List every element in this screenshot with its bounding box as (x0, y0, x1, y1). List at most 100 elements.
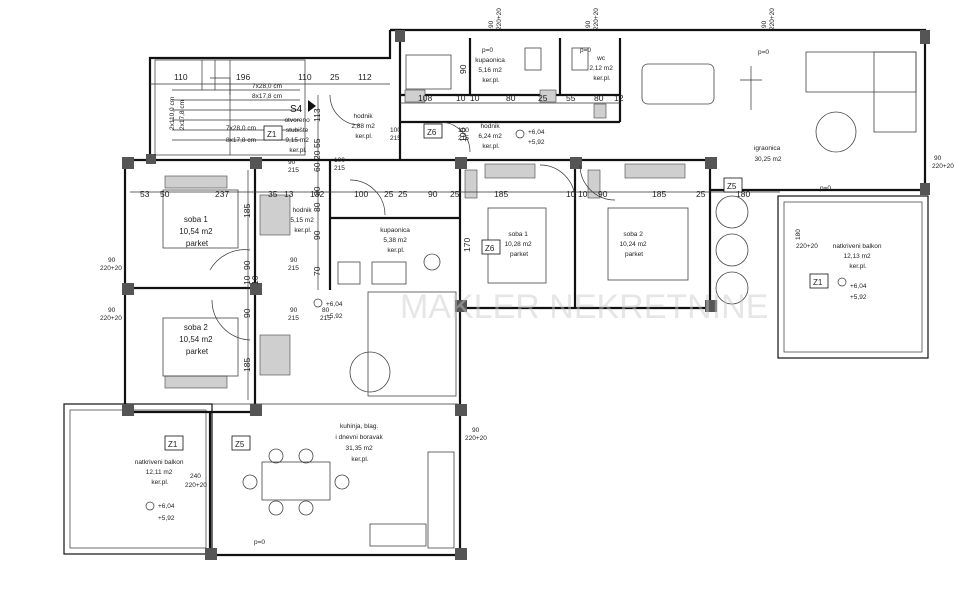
svg-text:100: 100 (354, 189, 368, 199)
room-kuhinja: kuhinja, blag. i dnevni boravak 31,35 m2… (335, 423, 384, 463)
svg-text:108: 108 (418, 93, 432, 103)
svg-text:Z5: Z5 (727, 182, 737, 191)
svg-text:8x17,8 cm: 8x17,8 cm (226, 137, 256, 144)
svg-text:90: 90 (585, 20, 592, 28)
tag-z1-left: Z1 (164, 435, 184, 451)
svg-text:+5,92: +5,92 (528, 139, 545, 146)
element-tags: S4 Z1 Z6 Z6 Z5 Z1 Z1 Z5 (164, 100, 829, 451)
svg-text:237: 237 (215, 189, 229, 199)
svg-text:Z1: Z1 (168, 440, 178, 449)
svg-text:100: 100 (390, 127, 401, 134)
svg-text:25: 25 (398, 189, 408, 199)
svg-text:50: 50 (160, 189, 170, 199)
svg-text:132: 132 (310, 189, 324, 199)
svg-text:185: 185 (494, 189, 508, 199)
svg-text:215: 215 (458, 135, 469, 142)
svg-text:220+20: 220+20 (496, 8, 503, 30)
svg-text:90: 90 (761, 20, 768, 28)
svg-text:220+20: 220+20 (185, 482, 207, 489)
svg-text:55: 55 (312, 138, 322, 148)
tag-s4: S4 (290, 100, 316, 115)
dims-stair: 7x28,0 cm 8x17,8 cm 7x28,0 cm 8x17,8 cm … (169, 83, 282, 144)
dims-top-left: 110 196 110 25 112 (174, 72, 372, 82)
room-igraonica: igraonica 30,25 m2 (754, 145, 782, 163)
svg-text:80: 80 (594, 93, 604, 103)
door-swings (209, 94, 616, 341)
tag-z1-right: Z1 (809, 273, 829, 289)
svg-text:185: 185 (242, 204, 252, 218)
watermark: MAKLER NEKRETNINE (400, 288, 768, 326)
svg-text:90: 90 (242, 308, 252, 318)
svg-text:Z6: Z6 (427, 128, 437, 137)
svg-text:2x110,0 cm: 2x110,0 cm (169, 97, 176, 130)
dims-top-row: 108 10 10 80 25 55 80 12 (418, 93, 624, 103)
svg-text:90: 90 (242, 260, 252, 270)
svg-text:220+20: 220+20 (796, 243, 818, 250)
svg-text:90: 90 (108, 257, 116, 264)
svg-text:10: 10 (470, 93, 480, 103)
svg-text:25: 25 (450, 189, 460, 199)
svg-text:S4: S4 (290, 104, 303, 115)
svg-text:70: 70 (312, 266, 322, 276)
svg-text:+5,92: +5,92 (158, 515, 175, 522)
room-kupaonica-mid: kupaonica 5,38 m2 ker.pl. (380, 227, 411, 254)
svg-text:p=0: p=0 (820, 185, 831, 192)
structural-pillars (122, 30, 930, 560)
svg-text:25: 25 (384, 189, 394, 199)
room-soba1-right: soba 1 10,28 m2 parket (505, 231, 534, 258)
room-balkon-right: natkriveni balkon 12,13 m2 ker.pl. (833, 243, 884, 270)
svg-text:90: 90 (108, 307, 116, 314)
svg-text:220+20: 220+20 (465, 435, 487, 442)
svg-text:7x28,0 cm: 7x28,0 cm (252, 83, 282, 90)
level-marker-hall: +6,04 +5,92 (313, 298, 343, 320)
svg-text:90: 90 (290, 257, 298, 264)
tag-z6-mid: Z6 (481, 239, 501, 255)
svg-text:13: 13 (284, 189, 294, 199)
opening-o8: 240 220+20 (185, 473, 207, 489)
svg-text:+5,92: +5,92 (850, 294, 867, 301)
svg-text:215: 215 (390, 135, 401, 142)
svg-text:80: 80 (322, 307, 330, 314)
threshold-marks: p=0 p=0 p=0 p=0 p=0 (254, 47, 831, 546)
svg-text:180: 180 (736, 189, 750, 199)
svg-text:100: 100 (458, 128, 468, 142)
svg-text:90: 90 (934, 155, 942, 162)
svg-text:112: 112 (358, 72, 372, 82)
svg-text:170: 170 (462, 238, 472, 252)
svg-text:12: 12 (614, 93, 624, 103)
svg-text:215: 215 (288, 265, 299, 272)
svg-text:+6,04: +6,04 (850, 283, 867, 290)
svg-text:90: 90 (290, 307, 298, 314)
svg-text:10: 10 (456, 93, 466, 103)
svg-text:25: 25 (330, 72, 340, 82)
dimension-lines (130, 83, 780, 400)
svg-text:240: 240 (190, 473, 201, 480)
svg-text:Z1: Z1 (813, 278, 823, 287)
svg-text:110: 110 (298, 72, 312, 82)
svg-text:185: 185 (652, 189, 666, 199)
furniture (162, 47, 917, 549)
staircase (154, 59, 306, 156)
svg-text:220+20: 220+20 (593, 8, 600, 30)
svg-text:215: 215 (334, 165, 345, 172)
svg-text:60: 60 (312, 162, 322, 172)
svg-text:Z1: Z1 (267, 130, 277, 139)
svg-text:Z6: Z6 (485, 244, 495, 253)
room-labels: soba 1 10,54 m2 parket soba 2 10,54 m2 p… (135, 55, 884, 486)
wardrobes-windows (164, 89, 686, 389)
tag-z1-stair: Z1 (263, 125, 283, 141)
svg-text:p=0: p=0 (580, 47, 591, 54)
balcony-right-outline (777, 195, 929, 359)
level-markers: +6,04 +5,92 +6,04 +5,92 +6,04 +5,92 +6,0… (145, 129, 867, 522)
level-marker-mid: +6,04 +5,92 (515, 129, 545, 146)
svg-text:10: 10 (566, 189, 576, 199)
